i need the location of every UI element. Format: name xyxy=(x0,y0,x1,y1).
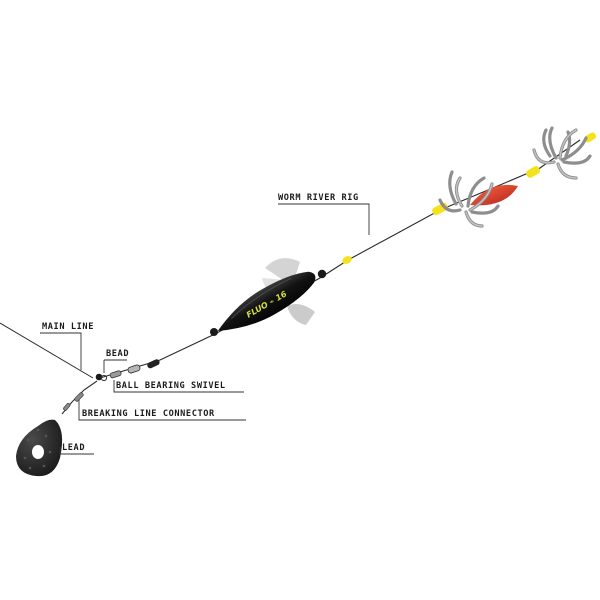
leader-main-line xyxy=(40,332,82,370)
lead-weight-icon xyxy=(16,419,63,477)
yellow-bead-icon xyxy=(342,256,352,264)
leader-worm-river-rig xyxy=(278,203,370,235)
main-line xyxy=(0,322,94,379)
worm-cluster-icon-2 xyxy=(526,126,597,180)
leader-lines xyxy=(40,203,370,455)
leader-bead xyxy=(103,359,127,373)
label-bead: BEAD xyxy=(106,349,129,359)
fishing-line xyxy=(99,139,581,379)
leader-ball-bearing-swivel xyxy=(113,380,244,393)
float-bead-top-icon xyxy=(317,269,327,279)
label-breaking-line-connector: BREAKING LINE CONNECTOR xyxy=(82,409,215,419)
float-icon: FLUO ⌁ 16 xyxy=(217,271,316,331)
float-bead-bottom-icon xyxy=(210,328,218,336)
label-main-line: MAIN LINE xyxy=(42,322,94,332)
leader-lead xyxy=(59,447,94,455)
leader-breaking-line-connector xyxy=(78,400,246,421)
label-ball-bearing-swivel: BALL BEARING SWIVEL xyxy=(116,381,226,391)
label-worm-river-rig: WORM RIVER RIG xyxy=(278,193,359,203)
swivel-icon xyxy=(95,359,160,382)
breaking-line-connector-icon xyxy=(61,380,98,415)
label-lead: LEAD xyxy=(62,443,85,453)
worm-cluster-icon xyxy=(432,170,518,228)
